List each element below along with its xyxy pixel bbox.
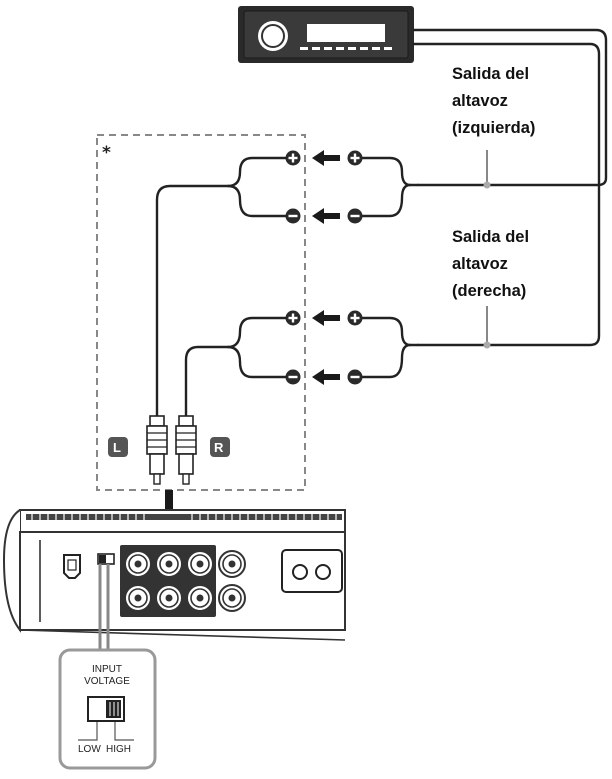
rca-plug-right [175, 415, 197, 485]
arrow-left-icon [312, 150, 340, 166]
svg-text:VOLTAGE: VOLTAGE [84, 676, 130, 687]
minus-terminal-icon [285, 208, 301, 224]
label-left-speaker-output: Salida del altavoz (izquierda) [452, 65, 535, 137]
svg-text:(izquierda): (izquierda) [452, 119, 535, 137]
input-voltage-switch [87, 696, 125, 722]
terminal-block [281, 549, 343, 593]
optical-input-port [63, 554, 81, 579]
left-channel-connection [155, 150, 420, 420]
plus-terminal-icon [347, 310, 363, 326]
svg-text:altavoz: altavoz [452, 255, 508, 273]
arrow-left-icon [312, 310, 340, 326]
label-right-speaker-output: Salida del altavoz (derecha) [452, 228, 529, 300]
svg-text:LOW: LOW [78, 744, 101, 755]
optional-adapter-box [96, 134, 306, 491]
svg-text:Salida del: Salida del [452, 228, 529, 246]
svg-text:HIGH: HIGH [106, 744, 131, 755]
minus-terminal-icon [347, 208, 363, 224]
svg-text:INPUT: INPUT [92, 664, 122, 675]
svg-text:altavoz: altavoz [452, 92, 508, 110]
svg-text:R: R [214, 440, 224, 455]
stereo-display [307, 24, 385, 42]
rca-plug-left [146, 415, 168, 485]
arrow-left-icon [312, 369, 340, 385]
plus-terminal-icon [347, 150, 363, 166]
arrow-left-icon [312, 208, 340, 224]
minus-terminal-icon [347, 369, 363, 385]
voltage-switch-small [97, 553, 115, 565]
svg-text:L: L [113, 440, 121, 455]
svg-text:(derecha): (derecha) [452, 282, 526, 300]
amplifier-unit [2, 509, 346, 641]
car-stereo-unit [238, 6, 414, 63]
plus-terminal-icon [285, 150, 301, 166]
svg-text:Salida del: Salida del [452, 65, 529, 83]
head-unit-wires [412, 28, 608, 347]
minus-terminal-icon [285, 369, 301, 385]
badge-right-channel: R [210, 437, 230, 457]
badge-left-channel: L [108, 437, 128, 457]
plus-terminal-icon [285, 310, 301, 326]
right-channel-connection [184, 310, 420, 420]
rca-jack-panel [120, 545, 246, 617]
input-voltage-callout: INPUT VOLTAGE LOW HIGH [58, 564, 157, 770]
asterisk-note-mark: * [102, 143, 111, 163]
